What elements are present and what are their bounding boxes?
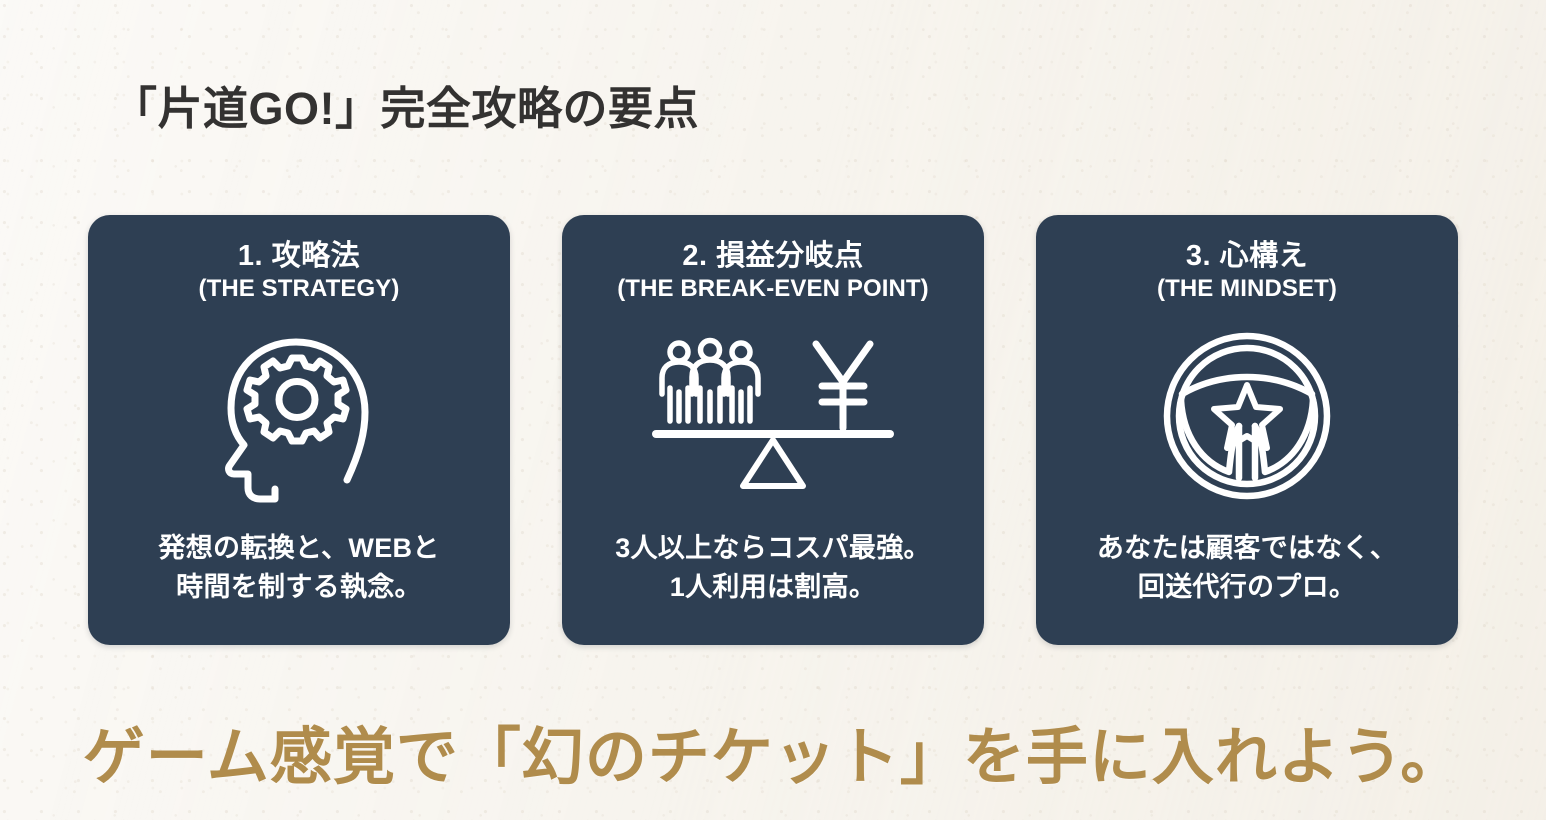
card-strategy: 1. 攻略法 (THE STRATEGY) 発想の転換と、WEBと 時間を制する…: [88, 215, 510, 645]
card-mindset: 3. 心構え (THE MINDSET): [1036, 215, 1458, 645]
card-caption: 3人以上ならコスパ最強。 1人利用は割高。: [615, 532, 931, 602]
card-heading-ja: 3. 心構え: [1185, 240, 1309, 272]
balance-scale-people-yen-icon: [578, 303, 968, 529]
card-caption: 発想の転換と、WEBと 時間を制する執念。: [158, 532, 440, 602]
card-break-even-point: 2. 損益分岐点 (THE BREAK-EVEN POINT): [562, 215, 984, 645]
card-heading-ja: 2. 損益分岐点: [682, 240, 864, 272]
page-title: 「片道GO!」完全攻略の要点: [112, 83, 699, 134]
card-heading-en: (THE BREAK-EVEN POINT): [617, 275, 929, 303]
card-heading-en: (THE STRATEGY): [198, 275, 400, 303]
card-heading-en: (THE MINDSET): [1157, 275, 1337, 303]
bottom-tagline: ゲーム感覚で「幻のチケット」を手に入れよう。: [82, 724, 1464, 792]
cards-row: 1. 攻略法 (THE STRATEGY) 発想の転換と、WEBと 時間を制する…: [88, 215, 1458, 645]
steering-wheel-star-icon: [1052, 303, 1442, 529]
head-with-gear-icon: [104, 303, 494, 529]
card-caption: あなたは顧客ではなく、 回送代行のプロ。: [1096, 532, 1398, 602]
card-heading-ja: 1. 攻略法: [237, 240, 361, 272]
